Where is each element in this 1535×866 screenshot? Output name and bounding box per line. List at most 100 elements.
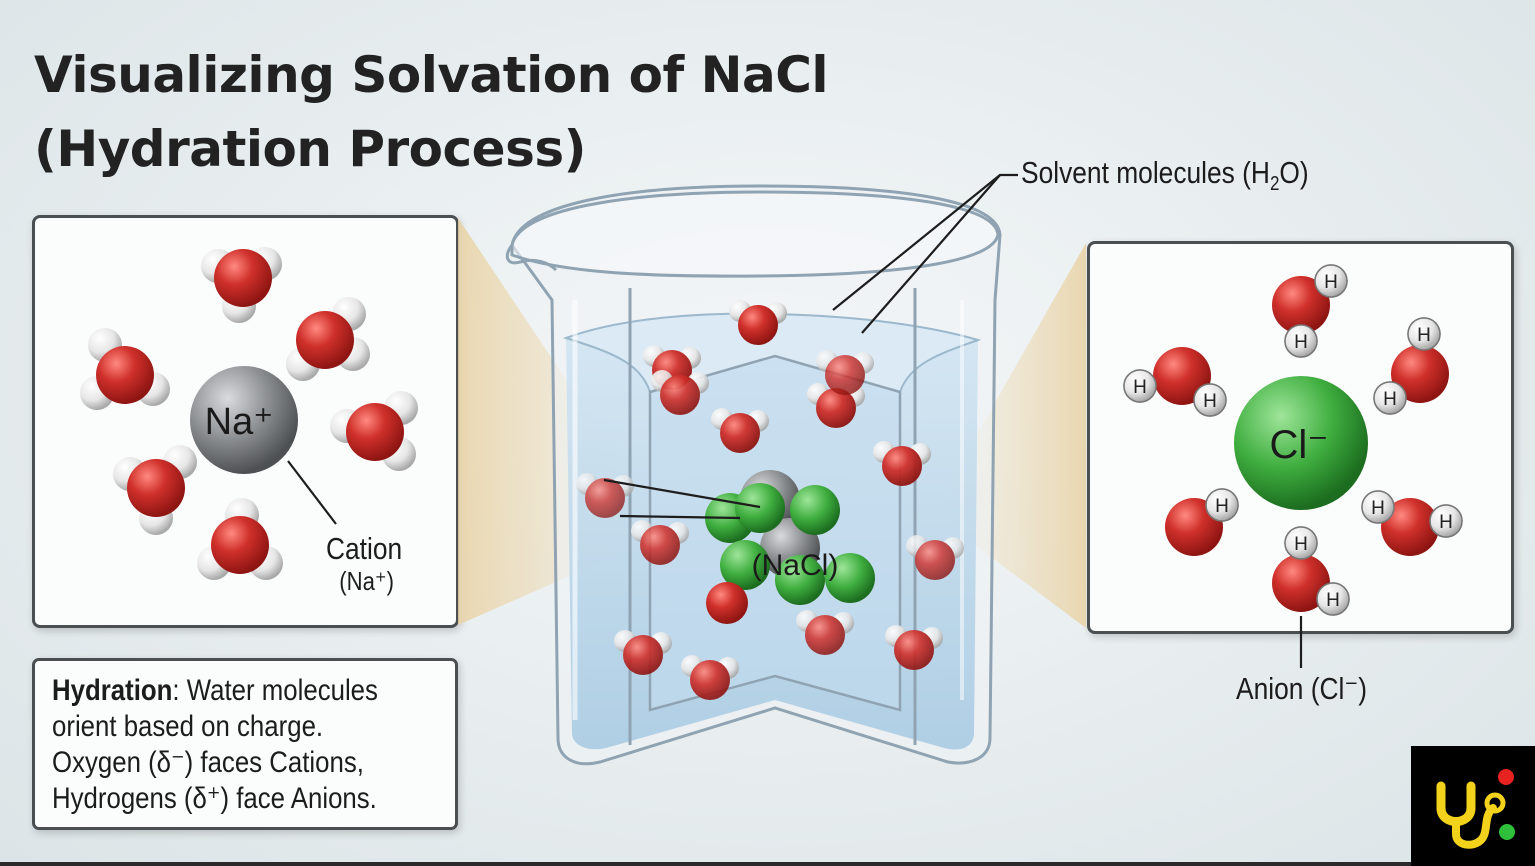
oxygen-atom bbox=[214, 249, 272, 307]
water-molecule bbox=[330, 391, 418, 471]
hydration-note-text: Hydration: Water molecules orient based … bbox=[52, 673, 456, 817]
hydrogen-atom bbox=[1373, 381, 1407, 415]
hydrogen-label: H bbox=[1371, 498, 1385, 519]
note-line-1-rest: : Water molecules bbox=[172, 674, 378, 707]
water-molecule bbox=[681, 655, 739, 700]
water-molecule bbox=[286, 297, 370, 381]
oxygen-atom bbox=[1391, 345, 1449, 403]
oxygen-atom bbox=[825, 355, 865, 395]
anion-label: Anion (Cl⁻) bbox=[1236, 671, 1368, 706]
hydrogen-atom bbox=[1407, 317, 1441, 351]
water-molecule bbox=[197, 498, 283, 580]
oxygen-atom bbox=[915, 540, 955, 580]
hydration-note-box: Hydration: Water molecules orient based … bbox=[32, 658, 458, 830]
hydrogen-atom bbox=[1193, 383, 1227, 417]
cation-label: Cation (Na⁺) bbox=[326, 533, 402, 597]
oxygen-atom bbox=[738, 305, 778, 345]
water-molecule bbox=[576, 473, 634, 518]
water-molecule bbox=[906, 535, 964, 580]
chloride-ion-in-crystal bbox=[735, 483, 785, 533]
page-title: Visualizing Solvation of NaCl (Hydration… bbox=[34, 38, 829, 186]
water-molecule: HH bbox=[1272, 264, 1348, 358]
hydrogen-atom bbox=[1284, 526, 1318, 560]
water-molecule bbox=[873, 441, 931, 486]
hydrogen-label: H bbox=[1417, 325, 1431, 346]
oxygen-atom bbox=[720, 413, 760, 453]
bottom-border bbox=[0, 862, 1411, 866]
chloride-ion bbox=[1234, 376, 1368, 510]
cation-leader-line bbox=[287, 460, 337, 525]
beaker-water-molecules bbox=[576, 300, 964, 700]
oxygen-atom bbox=[660, 375, 700, 415]
oxygen-atom bbox=[894, 630, 934, 670]
cation-label-line-1: Cation bbox=[326, 531, 403, 566]
oxygen-atom bbox=[296, 311, 354, 369]
note-line-4: Hydrogens (δ⁺) face Anions. bbox=[52, 782, 377, 815]
hydrogen-label: H bbox=[1215, 496, 1229, 517]
hydrogen-label: H bbox=[1133, 377, 1147, 398]
water-molecule bbox=[816, 350, 874, 395]
hydrogen-atom bbox=[1284, 324, 1318, 358]
solvent-molecules-label: Solvent molecules (H2O) bbox=[1021, 155, 1309, 196]
chloride-ion-in-crystal bbox=[720, 540, 770, 590]
water-molecule: HH bbox=[1361, 490, 1463, 556]
water-molecule bbox=[651, 370, 709, 415]
solvent-label-suffix: O) bbox=[1279, 155, 1309, 190]
crystal-leader-line-2 bbox=[619, 514, 741, 520]
water-molecule bbox=[201, 247, 282, 323]
hydrogen-label: H bbox=[1439, 512, 1453, 533]
hydrogen-atom bbox=[1429, 504, 1463, 538]
hydrogen-label: H bbox=[1203, 391, 1217, 412]
sodium-hydration-shell bbox=[80, 247, 418, 580]
hydrogen-label: H bbox=[1383, 389, 1397, 410]
water-molecule bbox=[711, 408, 769, 453]
oxygen-atom bbox=[211, 516, 269, 574]
oxygen-atom bbox=[640, 525, 680, 565]
chloride-ion-label: Cl⁻ bbox=[1270, 423, 1329, 467]
sodium-ion bbox=[190, 366, 298, 474]
oxygen-atom bbox=[623, 635, 663, 675]
water-molecule bbox=[631, 520, 689, 565]
oxygen-atom bbox=[96, 346, 154, 404]
solvent-leader-line-2 bbox=[861, 174, 1001, 334]
water-molecule bbox=[885, 625, 943, 670]
hydrogen-atom bbox=[1123, 369, 1157, 403]
water-molecule bbox=[729, 300, 787, 345]
water-molecule bbox=[614, 630, 672, 675]
note-term: Hydration bbox=[52, 674, 173, 707]
water-molecule: HH bbox=[1272, 526, 1350, 616]
water-molecule: H bbox=[1165, 488, 1239, 556]
note-line-2: orient based on charge. bbox=[52, 710, 324, 743]
oxygen-atom bbox=[882, 446, 922, 486]
hydrogen-atom bbox=[1205, 488, 1239, 522]
oxygen-atom bbox=[690, 660, 730, 700]
oxygen-atom bbox=[1272, 276, 1330, 334]
hydrogen-label: H bbox=[1294, 534, 1308, 555]
chloride-ion-in-crystal bbox=[825, 553, 875, 603]
solvent-label-prefix: Solvent molecules (H bbox=[1021, 155, 1270, 190]
water-molecule bbox=[80, 328, 170, 410]
solvent-label-subscript: 2 bbox=[1269, 173, 1280, 196]
hydrogen-label: H bbox=[1326, 590, 1340, 611]
oxygen-atom bbox=[127, 459, 185, 517]
sodium-ion-label: Na⁺ bbox=[205, 401, 274, 443]
oxygen-atom bbox=[706, 582, 748, 624]
chloride-ion-in-crystal bbox=[790, 485, 840, 535]
hydrogen-atom bbox=[1361, 490, 1395, 524]
water-molecule bbox=[796, 610, 854, 655]
oxygen-atom bbox=[816, 388, 856, 428]
cation-label-line-2: (Na⁺) bbox=[339, 566, 394, 596]
water-molecule: HH bbox=[1373, 317, 1449, 415]
hydrogen-atom bbox=[1314, 264, 1348, 298]
oxygen-atom bbox=[805, 615, 845, 655]
water-molecule bbox=[113, 445, 197, 535]
oxygen-atom bbox=[346, 403, 404, 461]
oxygen-atom bbox=[1381, 498, 1439, 556]
hydrogen-label: H bbox=[1294, 332, 1308, 353]
chloride-ion-in-crystal bbox=[775, 555, 825, 605]
title-line-1: Visualizing Solvation of NaCl bbox=[34, 46, 829, 104]
crystal-label: (NaCl) bbox=[752, 549, 839, 582]
logo-mark bbox=[1436, 769, 1515, 849]
